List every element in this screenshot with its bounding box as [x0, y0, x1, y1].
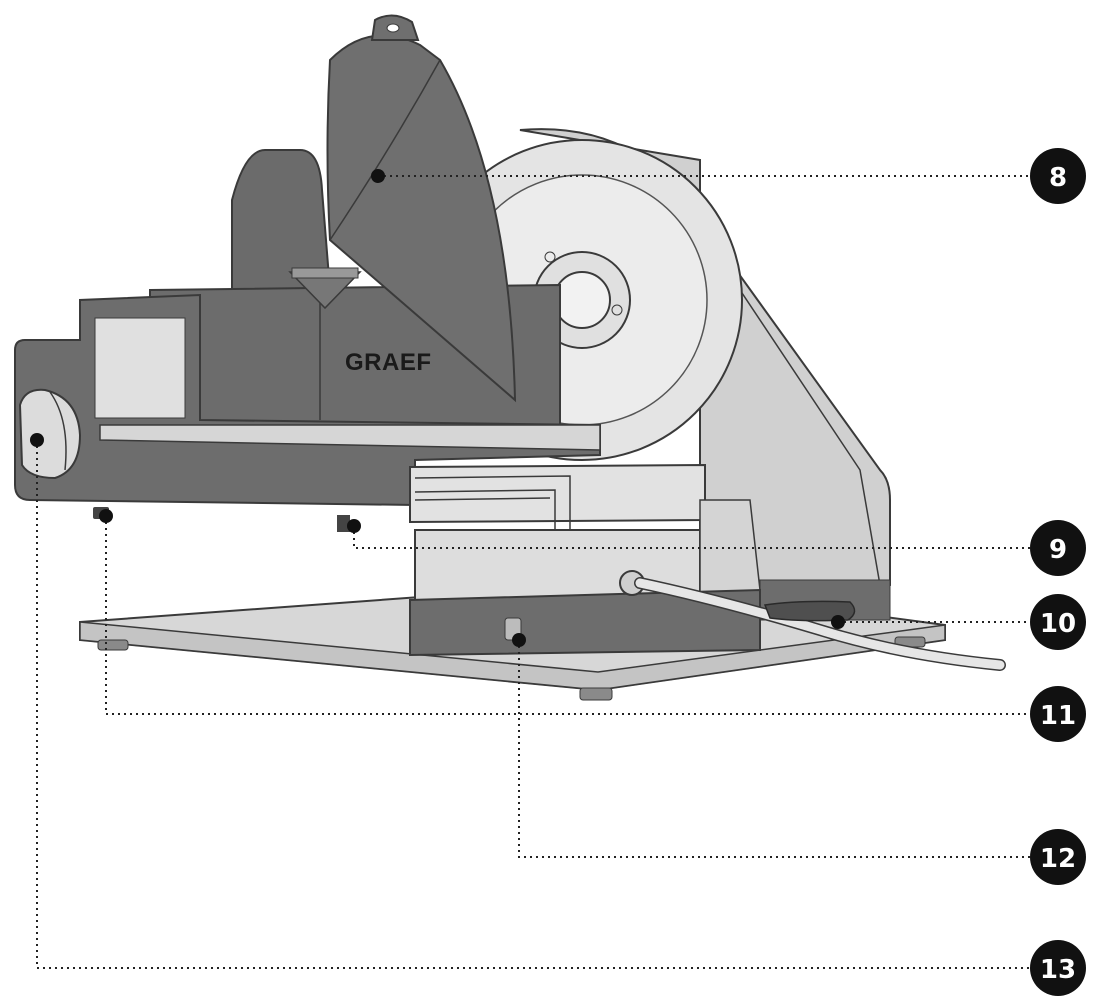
leader-11: [105, 516, 1030, 715]
callout-badge-13: 13: [1030, 940, 1086, 996]
carriage-guard: [326, 14, 517, 403]
callout-leaders: [36, 175, 1030, 969]
callout-badge-8: 8: [1030, 148, 1086, 204]
dot-13: [30, 433, 44, 447]
callout-number-8: 8: [1049, 163, 1067, 193]
callout-number-9: 9: [1049, 535, 1067, 565]
lower-block: [409, 499, 761, 657]
brand-logo: GRAEF: [345, 349, 432, 376]
callout-number-13: 13: [1040, 955, 1076, 985]
food-tray: [14, 293, 601, 507]
callout-number-10: 10: [1040, 609, 1076, 639]
leader-9: [353, 526, 1030, 549]
food-pusher: [231, 149, 332, 291]
power-cable: [634, 577, 1006, 671]
callout-badge-12: 12: [1030, 829, 1086, 885]
dot-8: [371, 169, 385, 183]
callout-number-12: 12: [1040, 844, 1076, 874]
cable-storage: [763, 600, 856, 622]
carriage-slide: [409, 463, 706, 531]
callout-dots: [30, 169, 845, 647]
leader-13: [36, 440, 1030, 969]
dot-10: [831, 615, 845, 629]
thickness-knob[interactable]: [18, 388, 82, 480]
tray-feet: [93, 507, 350, 532]
leader-12: [518, 640, 1030, 858]
callout-badge-11: 11: [1030, 686, 1086, 742]
callout-badge-9: 9: [1030, 520, 1086, 576]
callout-number-11: 11: [1040, 701, 1076, 731]
dot-12: [512, 633, 526, 647]
dot-9: [347, 519, 361, 533]
dot-11: [99, 509, 113, 523]
callout-badge-10: 10: [1030, 594, 1086, 650]
